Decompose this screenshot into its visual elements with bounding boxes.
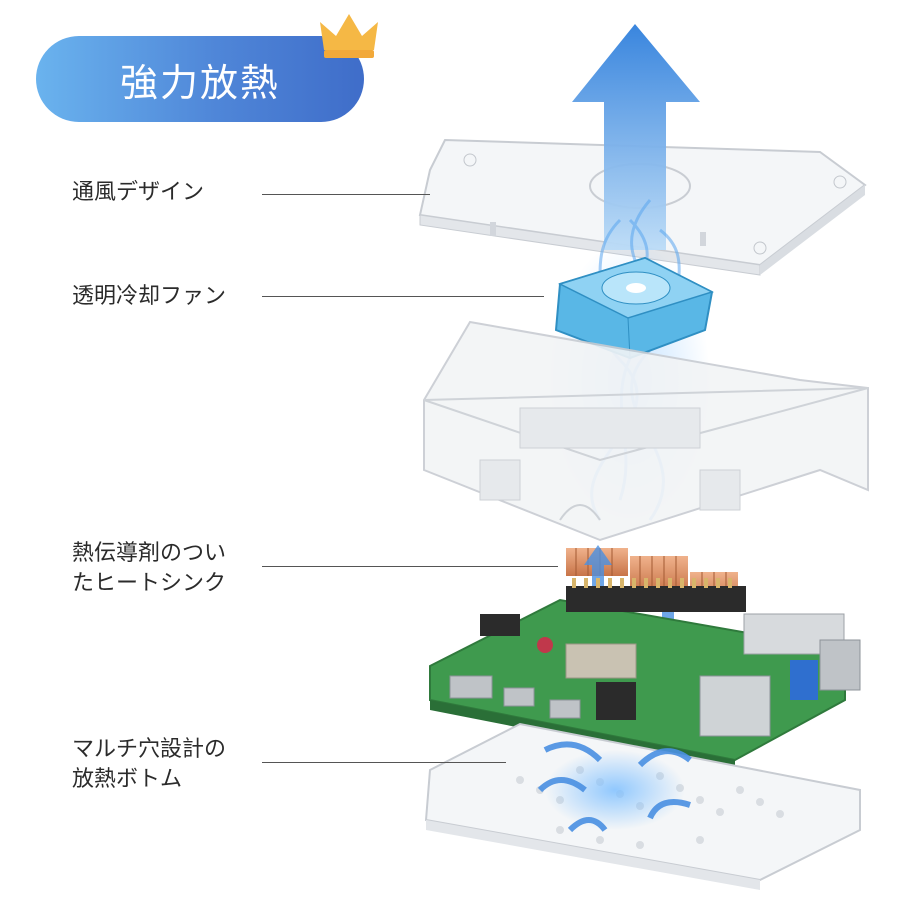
leader-line-bottom [262, 762, 506, 763]
leader-line-fan [262, 296, 544, 297]
cooling-fan [554, 256, 714, 360]
label-fan: 透明冷却ファン [72, 284, 227, 309]
crown-icon [320, 14, 378, 58]
leader-line-heatsink [262, 566, 558, 567]
label-bottom-line2: 放熱ボトム [72, 767, 183, 792]
label-heatsink-line2: たヒートシンク [72, 571, 227, 596]
circuit-board [429, 578, 861, 770]
bottom-plate [424, 722, 861, 890]
title-badge: 強力放熱 [36, 36, 364, 122]
page-title: 強力放熱 [119, 60, 280, 105]
middle-shell [423, 320, 869, 542]
label-bottom-line1: マルチ穴設計の [72, 737, 227, 762]
leader-line-ventilation [262, 194, 430, 195]
label-ventilation: 通風デザイン [72, 180, 205, 205]
label-heatsink-line1: 熱伝導剤のつい [72, 541, 227, 566]
airflow-up-arrow [572, 24, 700, 250]
